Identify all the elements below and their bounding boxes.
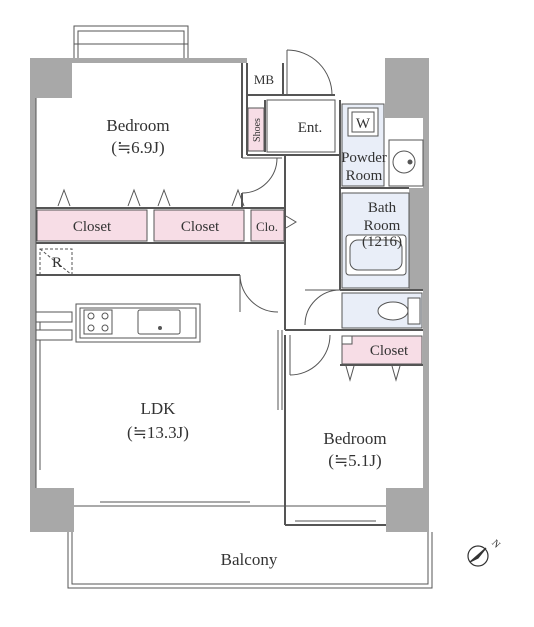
bedroom1-name: Bedroom — [106, 116, 169, 135]
bedroom2-size: (≒5.1J) — [328, 451, 381, 470]
mb-label: MB — [254, 72, 275, 87]
sink — [137, 309, 181, 335]
ldk-name: LDK — [141, 399, 177, 418]
powder-room-line2: Room — [346, 168, 383, 184]
compass-circle — [467, 545, 489, 567]
compass — [467, 545, 489, 567]
interior-walls — [36, 63, 423, 526]
closet-1-box — [36, 209, 148, 242]
closet-3-label: Clo. — [256, 219, 278, 234]
closet-3-box — [250, 209, 285, 242]
closet-2-box — [153, 209, 245, 242]
washer-box — [347, 107, 379, 137]
wall-left — [30, 58, 36, 532]
shoes-label: Shoes — [252, 118, 263, 142]
bedroom2-name: Bedroom — [323, 429, 386, 448]
labels: Bedroom (≒6.9J) MB Shoes Ent. W Powder R… — [52, 72, 502, 569]
wall-bottom-right-block — [386, 488, 429, 532]
washer-label: W — [356, 116, 371, 132]
shoes-box — [247, 107, 265, 152]
wall-top-left-block — [30, 58, 72, 98]
interior-doors — [239, 157, 341, 410]
bath-room-line1: Bath — [368, 200, 397, 216]
closet-1-label: Closet — [73, 219, 112, 235]
entrance-label: Ent. — [298, 120, 323, 136]
compass-needle-icon — [469, 547, 487, 563]
bay-window — [73, 25, 189, 58]
closet-door-marks — [57, 188, 401, 382]
windows — [35, 322, 376, 526]
balcony-label: Balcony — [221, 550, 278, 569]
balcony — [67, 532, 433, 589]
wet-areas — [341, 103, 424, 329]
ldk-size: (≒13.3J) — [127, 423, 189, 442]
kitchen-counter — [35, 303, 201, 343]
wall-right — [423, 58, 429, 532]
fridge-label: R — [52, 255, 62, 271]
wall-top-mid — [72, 58, 247, 63]
fridge — [39, 248, 73, 276]
wall-mid-right-block — [409, 188, 429, 290]
stove — [83, 309, 113, 335]
wall-top-right-block — [385, 58, 429, 118]
closet-4-label: Closet — [370, 343, 409, 359]
wall-bottom-left-block — [30, 488, 74, 532]
closet-2-label: Closet — [181, 219, 220, 235]
bedroom1-size: (≒6.9J) — [111, 138, 164, 157]
entrance-door — [266, 49, 336, 153]
bath-room-size: (1216) — [362, 234, 402, 250]
structural-walls — [30, 58, 429, 532]
closets — [36, 107, 423, 365]
bath-room-line2: Room — [364, 218, 401, 234]
powder-room-line1: Powder — [341, 150, 387, 166]
closet-4-box — [341, 335, 423, 365]
compass-north-label: N — [489, 538, 502, 551]
